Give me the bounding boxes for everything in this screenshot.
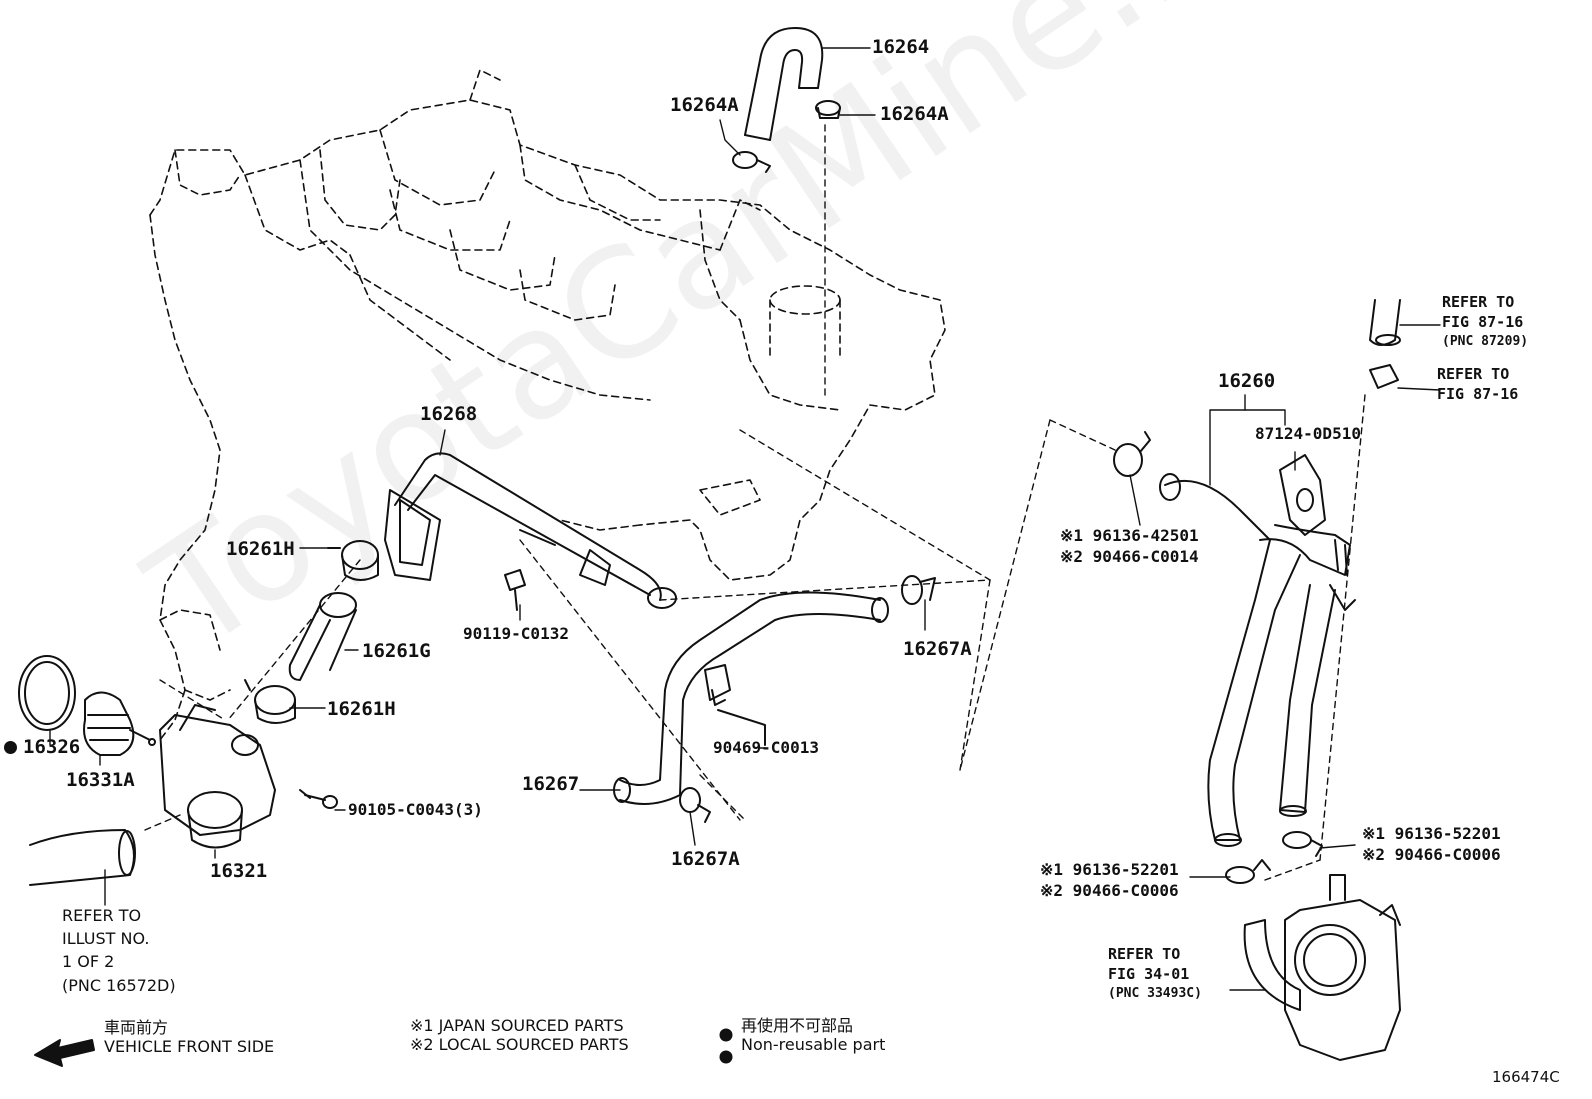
legend-nonreuse-jp: 再使用不可部品	[741, 1016, 854, 1035]
label-16331A: 16331A	[66, 769, 135, 791]
clamp-note-left-1: ※1 96136-52201	[1040, 860, 1179, 879]
clamp-note-upper-1: ※1 96136-42501	[1060, 526, 1199, 545]
label-16268: 16268	[420, 403, 478, 425]
legend-nonreuse-en: Non-reusable part	[741, 1035, 886, 1055]
refer-line: (PNC 87209)	[1442, 333, 1529, 349]
refer-line: FIG 34-01	[1108, 965, 1190, 984]
refer-line: REFER TO	[62, 906, 142, 925]
clamp-note-upper-2: ※2 90466-C0014	[1060, 546, 1199, 566]
refer-line: (PNC 33493C)	[1108, 985, 1202, 1001]
label-16326: 16326	[4, 738, 80, 757]
label-90119-C0132: 90119-C0132	[463, 624, 569, 643]
label-87124-0D510: 87124-0D510	[1255, 424, 1361, 443]
hose-16260-left	[1164, 479, 1301, 841]
arrow-left-icon	[34, 1039, 95, 1067]
legend-source-notes: ※1 JAPAN SOURCED PARTS ※2 LOCAL SOURCED …	[410, 1016, 629, 1054]
clamp-note-right: ※1 96136-52201 ※2 90466-C0006	[1362, 824, 1501, 866]
label-16267A-bottom: 16267A	[671, 848, 740, 870]
label-16321: 16321	[210, 860, 268, 882]
engine-outline	[149, 69, 946, 741]
label-16260: 16260	[1218, 370, 1276, 392]
label-16264A-right: 16264A	[880, 103, 949, 125]
legend-direction-jp: 車両前方	[104, 1018, 169, 1037]
clamp-note-upper: ※1 96136-42501 ※2 90466-C0014	[1060, 526, 1199, 568]
refer-fig-87-16-pnc: REFER TO FIG 87-16 (PNC 87209)	[1442, 292, 1528, 350]
hose-16267	[619, 591, 881, 786]
legend-direction-en: VEHICLE FRONT SIDE	[104, 1037, 275, 1057]
legend-note-local: ※2 LOCAL SOURCED PARTS	[410, 1035, 629, 1055]
housing-16321	[159, 714, 276, 836]
refer-line: FIG 87-16	[1442, 313, 1524, 332]
hose-lower-left	[29, 829, 135, 886]
clamp-note-right-1: ※1 96136-52201	[1362, 824, 1501, 843]
refer-line: REFER TO	[1108, 945, 1181, 963]
refer-line: REFER TO	[1437, 365, 1510, 383]
gasket-16326	[18, 655, 76, 731]
refer-line: (PNC 16572D)	[62, 975, 176, 995]
clamp-note-left-2: ※2 90466-C0006	[1040, 880, 1179, 900]
refer-line: 1 OF 2	[62, 952, 115, 972]
legend-non-reusable: 再使用不可部品 Non-reusable part	[741, 1016, 885, 1054]
figure-id: 166474C	[1492, 1068, 1560, 1086]
label-90105-C0043: 90105-C0043(3)	[348, 800, 483, 819]
refer-line: REFER TO	[1442, 293, 1515, 311]
hose-16261G	[288, 604, 331, 681]
label-16264: 16264	[872, 36, 930, 58]
label-16261G: 16261G	[362, 640, 431, 662]
refer-line: ILLUST NO.	[62, 929, 150, 949]
label-16326-text: 16326	[23, 736, 81, 758]
label-16261H-bottom: 16261H	[327, 698, 396, 720]
refer-fig-34-01: REFER TO FIG 34-01 (PNC 33493C)	[1108, 944, 1202, 1002]
legend-direction: 車両前方 VEHICLE FRONT SIDE	[104, 1018, 274, 1056]
label-16267: 16267	[522, 773, 580, 795]
refer-illust-no: REFER TO ILLUST NO. 1 OF 2 (PNC 16572D)	[62, 904, 176, 997]
label-90469-C0013: 90469-C0013	[713, 738, 819, 757]
hose-16264	[744, 27, 824, 136]
hose-16260-right	[1279, 584, 1336, 813]
clamp-note-right-2: ※2 90466-C0006	[1362, 844, 1501, 864]
clamp-note-left: ※1 96136-52201 ※2 90466-C0006	[1040, 860, 1179, 902]
label-16267A-right: 16267A	[903, 638, 972, 660]
pipe-16268	[394, 452, 662, 601]
legend-note-japan: ※1 JAPAN SOURCED PARTS	[410, 1016, 624, 1035]
filled-circle-icon	[4, 741, 17, 754]
refer-fig-87-16: REFER TO FIG 87-16	[1437, 364, 1518, 405]
label-16264A-left: 16264A	[670, 94, 739, 116]
label-16261H-top: 16261H	[226, 538, 295, 560]
oil-cooler	[1284, 899, 1401, 1061]
refer-line: FIG 87-16	[1437, 385, 1519, 404]
